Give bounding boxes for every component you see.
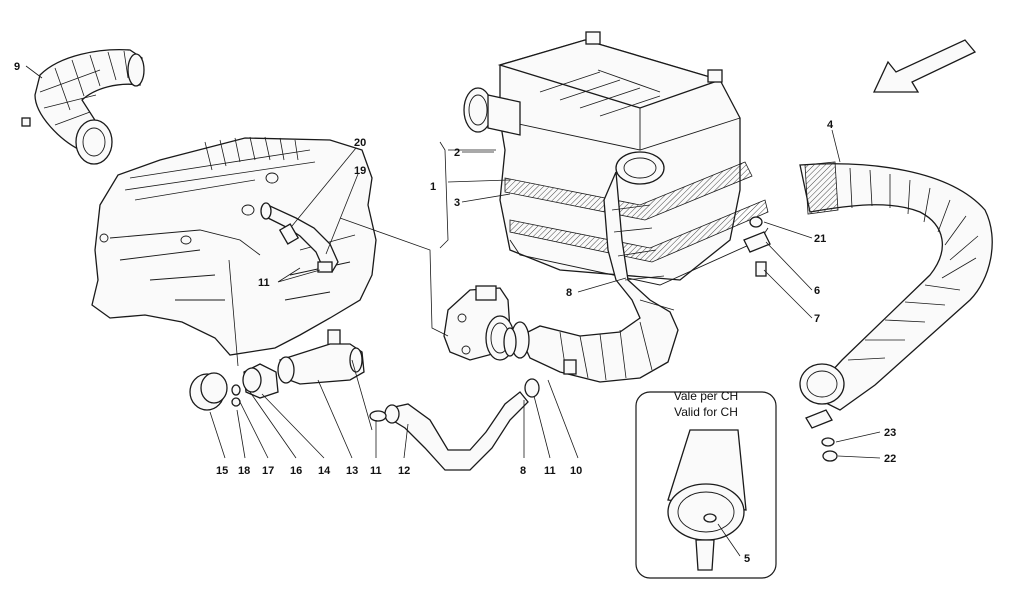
callout-12: 12 [398, 465, 410, 477]
callout-8-upper: 8 [566, 287, 572, 299]
callout-5: 5 [744, 553, 750, 565]
callout-19: 19 [354, 165, 366, 177]
callout-20: 20 [354, 137, 366, 149]
callout-13: 13 [346, 465, 358, 477]
callout-17: 17 [262, 465, 274, 477]
inset-title-it: Vale per CH [674, 389, 738, 403]
callout-11-lower-right: 11 [544, 465, 556, 477]
hose-19-20 [260, 202, 339, 273]
idle-actuator-group [189, 259, 373, 431]
corrugated-hose-4 [799, 161, 993, 462]
callout-14: 14 [318, 465, 331, 477]
callout-9: 9 [14, 61, 20, 73]
air-duct-10 [503, 151, 679, 398]
leader-lines [25, 65, 881, 557]
callout-11-upper: 11 [258, 277, 270, 289]
callout-8-lower: 8 [520, 465, 526, 477]
inset-title-en: Valid for CH [674, 405, 738, 419]
callout-6: 6 [814, 285, 820, 297]
callout-1: 1 [430, 181, 436, 193]
callout-18: 18 [238, 465, 250, 477]
direction-arrow-icon [872, 39, 977, 93]
hardware-6-7-21 [743, 216, 771, 277]
callout-23: 23 [884, 427, 896, 439]
callout-labels: 9 20 19 11 2 1 3 8 4 21 6 7 15 18 17 16 … [14, 61, 896, 565]
callout-4: 4 [827, 119, 834, 131]
callout-21: 21 [814, 233, 826, 245]
hose-12 [369, 391, 529, 471]
callout-22: 22 [884, 453, 896, 465]
callout-10: 10 [570, 465, 582, 477]
callout-2: 2 [454, 147, 460, 159]
callout-16: 16 [290, 465, 302, 477]
throttle-body [443, 285, 515, 361]
callout-15: 15 [216, 465, 228, 477]
callout-7: 7 [814, 313, 820, 325]
ch-variant-inset: Vale per CH Valid for CH [635, 389, 777, 579]
callout-3: 3 [454, 197, 460, 209]
intake-tube-9 [21, 49, 145, 165]
callout-11-lower-left: 11 [370, 465, 382, 477]
